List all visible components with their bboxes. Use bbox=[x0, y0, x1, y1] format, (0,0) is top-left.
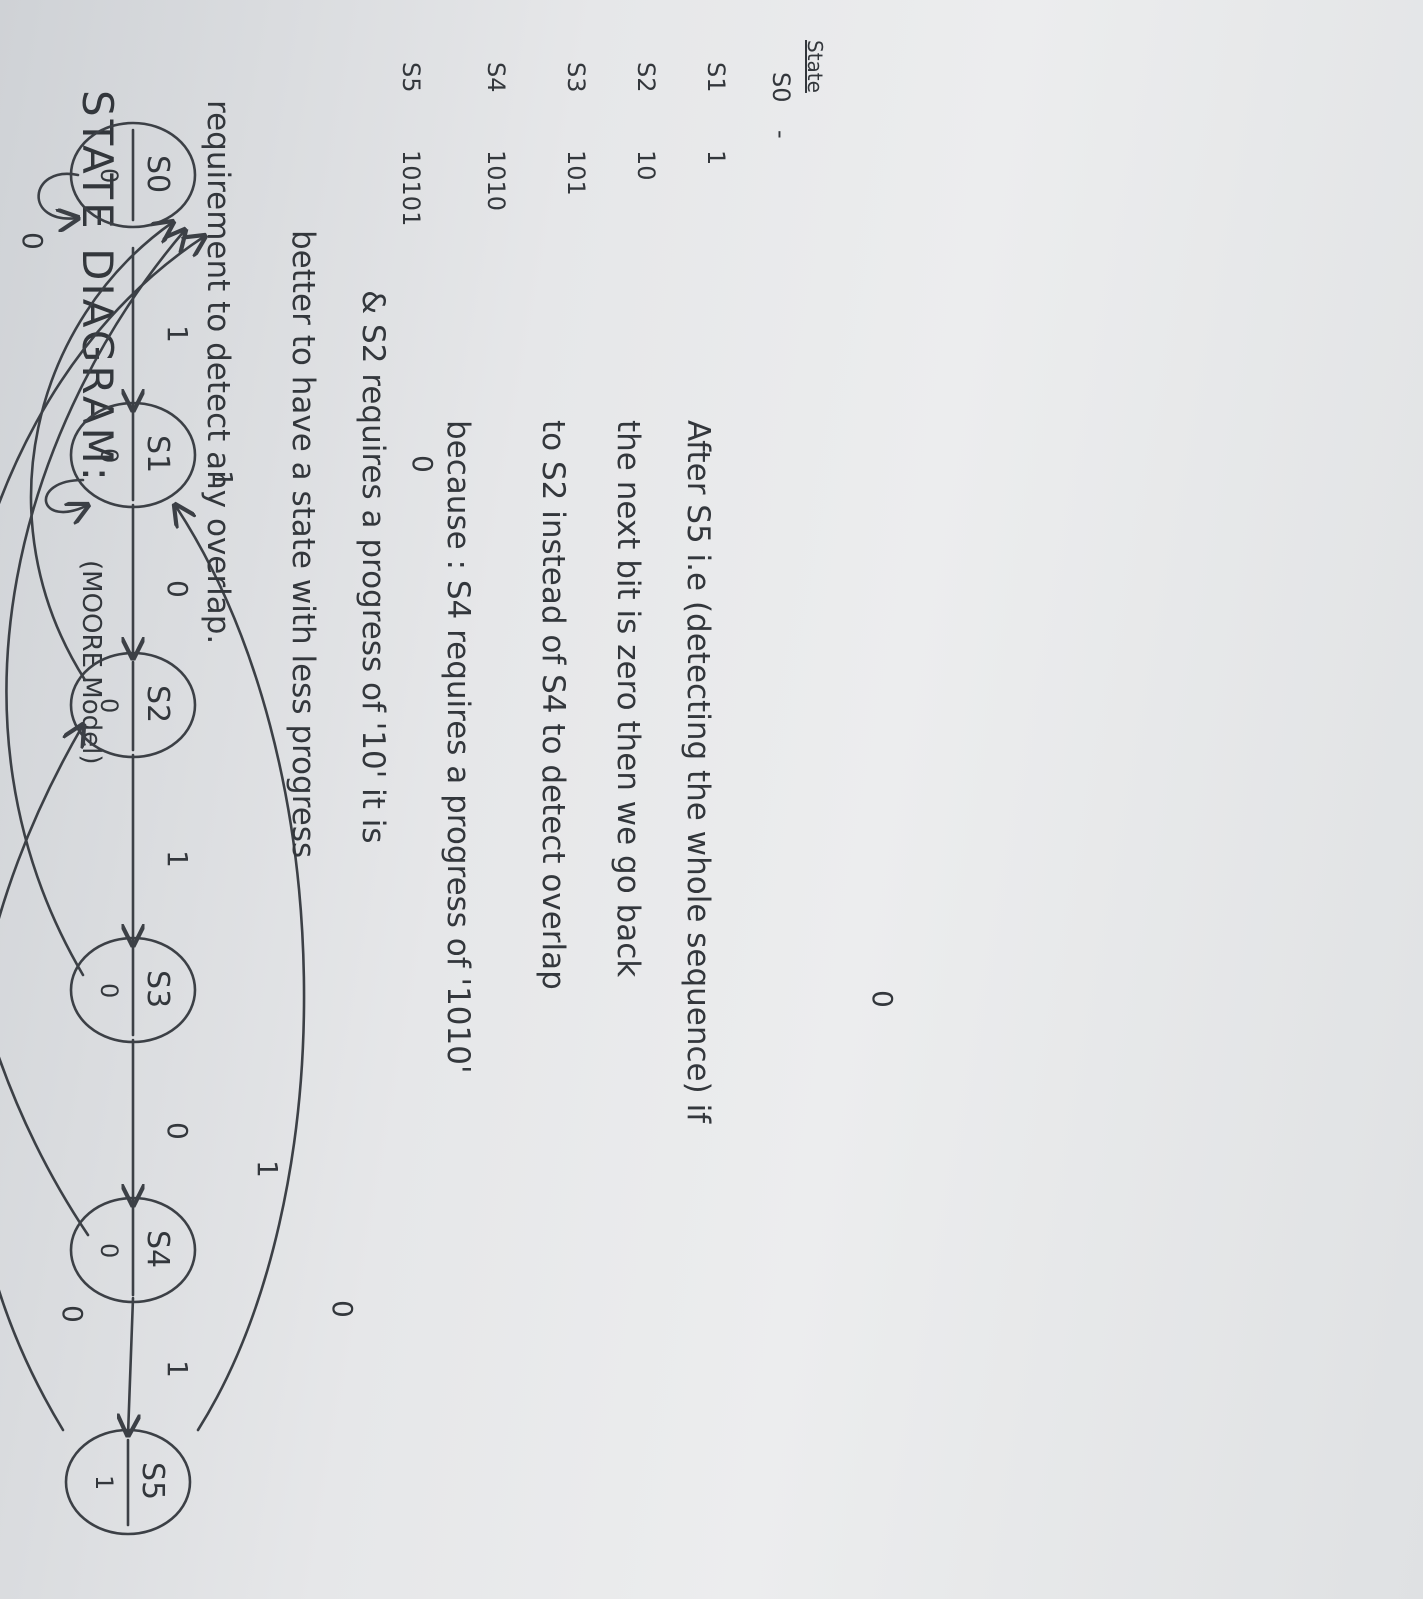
note-line: to S2 instead of S4 to detect overlap bbox=[535, 420, 571, 990]
edge-s5-s1 bbox=[175, 505, 306, 1432]
explanation-note: After S5 i.e (detecting the whole sequen… bbox=[200, 100, 716, 1124]
state-table-state: S0 bbox=[767, 72, 795, 103]
state-table-state: S2 bbox=[632, 62, 660, 93]
edge-s0-self bbox=[37, 172, 78, 219]
state-s5-output: 1 bbox=[90, 1475, 118, 1490]
note-line: After S5 i.e (detecting the whole sequen… bbox=[680, 420, 716, 1124]
state-s2: S2 0 bbox=[69, 651, 197, 759]
edge-label-s4-s5: 1 bbox=[161, 1360, 194, 1378]
state-s1: S1 0 bbox=[69, 401, 197, 509]
state-table-state: S5 bbox=[397, 62, 425, 93]
state-s3-output: 0 bbox=[95, 983, 123, 998]
note-line: because : S4 requires a progress of '101… bbox=[440, 420, 476, 1073]
state-s0-output: 0 bbox=[95, 168, 123, 183]
edge-label-s2-s3: 1 bbox=[161, 850, 194, 868]
edge-label-s0-s1: 1 bbox=[161, 325, 194, 343]
state-s1-output: 0 bbox=[95, 448, 123, 463]
edge-s4-s5 bbox=[128, 1296, 133, 1435]
state-table-seq: - bbox=[767, 130, 795, 139]
edge-label-s0-self: 0 bbox=[16, 232, 49, 250]
state-s0-name: S0 bbox=[140, 155, 175, 193]
state-s5-name: S5 bbox=[135, 1462, 170, 1500]
state-s4-output: 0 bbox=[95, 1243, 123, 1258]
edge-s3-s0 bbox=[5, 230, 185, 977]
edge-label-s1-self: 1 bbox=[206, 470, 239, 488]
state-s3: S3 0 bbox=[69, 936, 197, 1044]
state-s4-name: S4 bbox=[140, 1230, 175, 1268]
state-table-row: S2 10 bbox=[632, 62, 660, 181]
state-table-state: S4 bbox=[482, 62, 510, 93]
edge-label-s3-s4: 0 bbox=[161, 1122, 194, 1140]
state-s3-name: S3 bbox=[140, 970, 175, 1008]
state-table-seq: 101 bbox=[562, 150, 590, 196]
transitions: 1 0 1 0 1 0 1 1 0 bbox=[0, 172, 899, 1435]
state-s5: S5 1 bbox=[64, 1428, 192, 1536]
state-table: State S0 - S1 1 S2 10 S3 101 S4 1010 bbox=[397, 40, 827, 226]
state-table-state: S3 bbox=[562, 62, 590, 93]
edge-label-s5-s1: 1 bbox=[251, 1160, 284, 1178]
state-table-row: S0 - bbox=[767, 72, 795, 139]
edge-label-s4-s0: 0 bbox=[326, 1300, 359, 1318]
state-table-seq: 10101 bbox=[397, 150, 425, 226]
diagram-title: STATE DIAGRAM: bbox=[73, 90, 122, 484]
edge-label-s1-s2: 0 bbox=[161, 580, 194, 598]
note-line: better to have a state with less progres… bbox=[285, 230, 321, 858]
state-table-header: State bbox=[803, 40, 827, 93]
state-table-row: S5 10101 bbox=[397, 62, 425, 226]
note-line: & S2 requires a progress of '10' it is bbox=[355, 290, 391, 844]
edge-s5-s2 bbox=[0, 725, 83, 1432]
state-s2-output: 0 bbox=[95, 698, 123, 713]
edge-s2-s0 bbox=[29, 222, 173, 682]
edge-label-s2-s0: 0 bbox=[406, 455, 439, 473]
edge-s1-self bbox=[44, 478, 88, 512]
state-table-state: S1 bbox=[702, 62, 730, 93]
state-table-row: S1 1 bbox=[702, 62, 730, 165]
rotated-content: STATE DIAGRAM: (MOORE Model) 1 0 1 0 1 0 bbox=[0, 40, 899, 1536]
edge-label-s5-s2: 0 bbox=[56, 1305, 89, 1323]
state-table-seq: 1 bbox=[702, 150, 730, 165]
edge-label-s3-s0: 0 bbox=[866, 990, 899, 1008]
state-table-row: S3 101 bbox=[562, 62, 590, 196]
state-table-row: S4 1010 bbox=[482, 62, 510, 211]
note-line: the next bit is zero then we go back bbox=[610, 420, 646, 977]
state-s0: S0 0 bbox=[69, 121, 197, 229]
state-table-seq: 1010 bbox=[482, 150, 510, 211]
edge-s4-s0 bbox=[0, 236, 205, 1237]
state-s2-name: S2 bbox=[140, 685, 175, 723]
states: S0 0 S1 0 S2 0 S3 0 bbox=[64, 121, 197, 1536]
state-s1-name: S1 bbox=[140, 435, 175, 473]
state-s4: S4 0 bbox=[69, 1196, 197, 1304]
note-line: requirement to detect any overlap. bbox=[200, 100, 236, 644]
state-table-seq: 10 bbox=[632, 150, 660, 181]
